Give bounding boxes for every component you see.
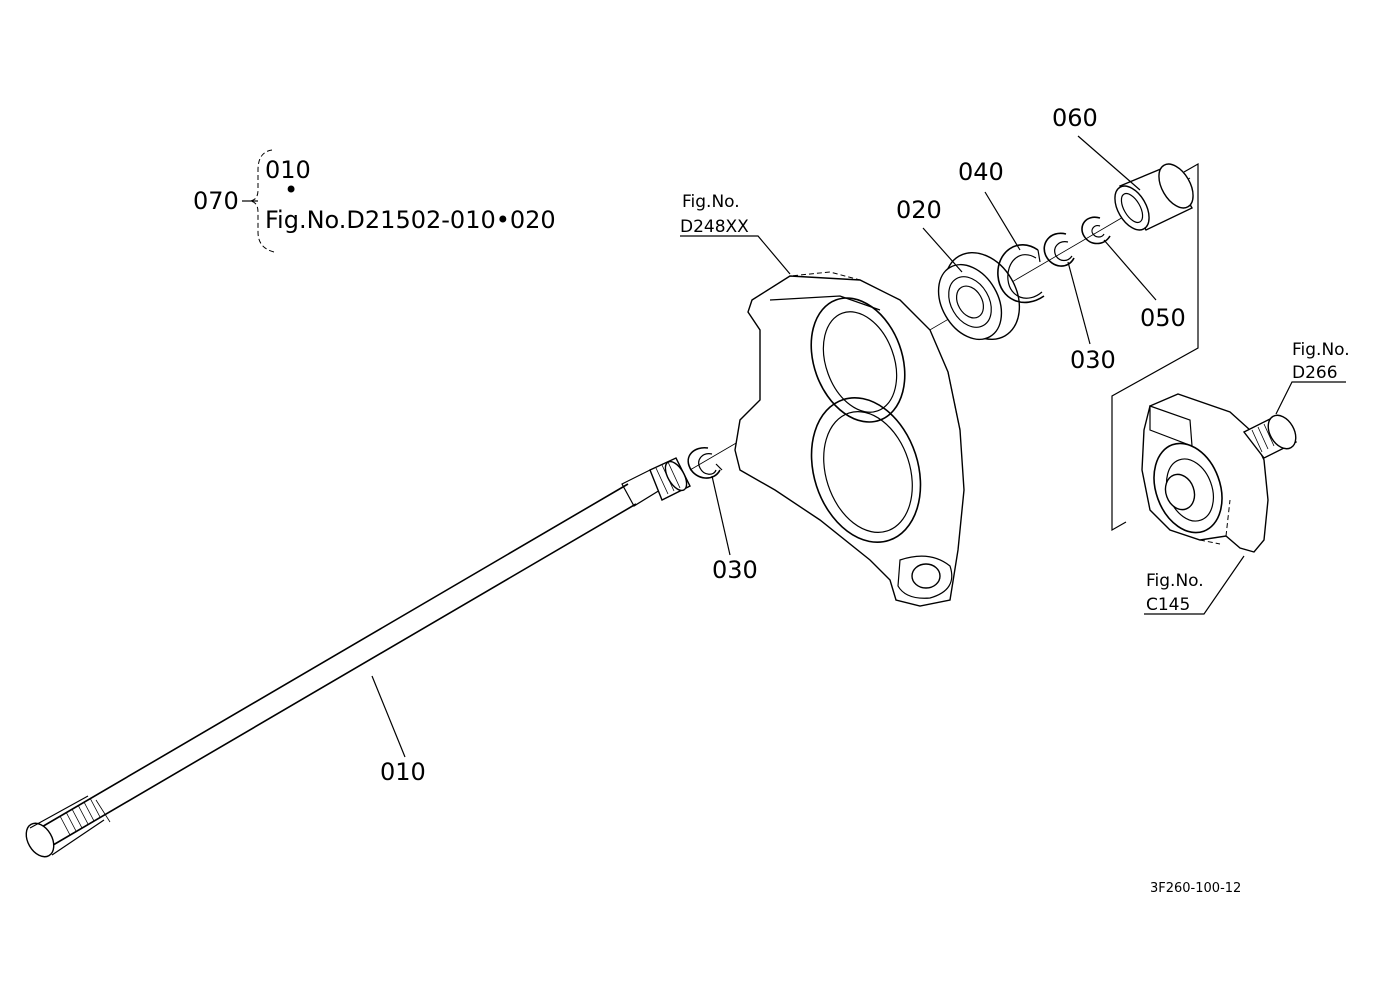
snap-ring-part	[997, 244, 1045, 304]
callout-circlip-right: 030	[1070, 346, 1116, 374]
callout-shaft: 010	[380, 758, 426, 786]
callout-circlip-left: 030	[712, 556, 758, 584]
leader-lines	[371, 135, 1346, 758]
clip-part	[1081, 216, 1111, 245]
fig-ref-gear-line2: D266	[1292, 363, 1338, 383]
fig-ref-block-line1: Fig.No.	[1146, 571, 1204, 591]
fig-ref-block-line2: C145	[1146, 595, 1190, 615]
drawing-code: 3F260-100-12	[1150, 881, 1241, 896]
collar-part	[1114, 163, 1194, 231]
assembly-group-number: 070	[193, 187, 239, 215]
gear-block-part	[1141, 393, 1298, 553]
fig-ref-housing-line2: D248XX	[680, 217, 749, 237]
callout-collar: 060	[1052, 104, 1098, 132]
fig-ref-housing-line1: Fig.No.	[682, 192, 740, 212]
assembly-item-separator: •	[284, 176, 298, 204]
callout-clip: 050	[1140, 304, 1186, 332]
assembly-item-1: 010	[265, 156, 311, 184]
detail-frame	[1111, 162, 1199, 532]
fig-ref-gear-line1: Fig.No.	[1292, 340, 1350, 360]
shaft-part	[25, 457, 691, 858]
assembly-group: 070 010 • Fig.No.D21502-010•020	[193, 149, 556, 253]
circlip-left-part	[687, 446, 723, 479]
housing-part	[734, 271, 965, 607]
bearing-part	[937, 251, 1021, 341]
assembly-item-2: Fig.No.D21502-010•020	[265, 206, 556, 234]
callout-bearing: 020	[896, 196, 942, 224]
callout-snap-ring: 040	[958, 158, 1004, 186]
circlip-right-part	[1043, 232, 1075, 267]
